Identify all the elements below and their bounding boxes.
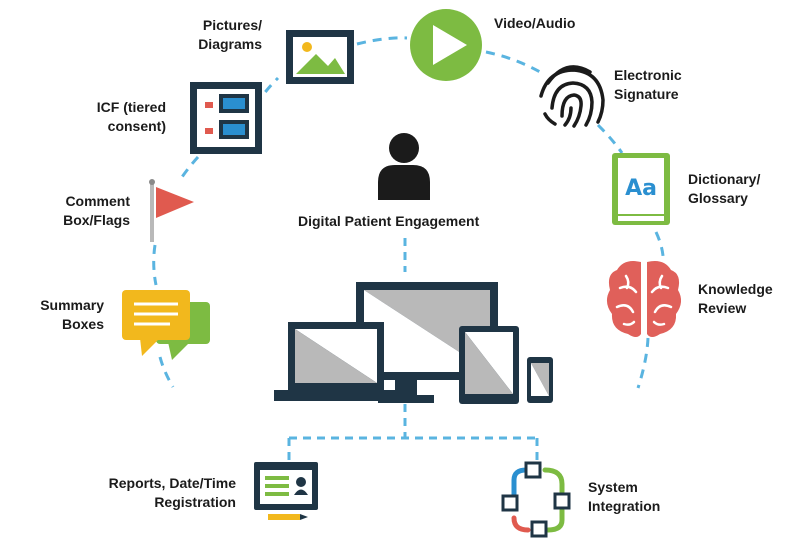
label-line: ICF (tiered bbox=[96, 99, 166, 115]
label-line: System bbox=[588, 479, 638, 495]
center-label: Digital Patient Engagement bbox=[298, 213, 480, 229]
label-line: Registration bbox=[154, 494, 236, 510]
label-system-integration: System Integration bbox=[588, 478, 660, 516]
label-line: Glossary bbox=[688, 190, 748, 206]
brain-icon bbox=[606, 261, 682, 337]
label-line: Comment bbox=[65, 193, 130, 209]
fingerprint-icon bbox=[539, 65, 605, 128]
label-line: Signature bbox=[614, 86, 679, 102]
report-icon bbox=[254, 462, 318, 520]
person-icon bbox=[378, 133, 430, 200]
label-knowledge-review: Knowledge Review bbox=[698, 280, 773, 318]
label-icf: ICF (tiered consent) bbox=[60, 98, 166, 136]
integration-icon bbox=[501, 461, 571, 538]
flag-icon bbox=[149, 179, 194, 242]
devices-icon bbox=[274, 282, 553, 404]
label-line: Electronic bbox=[614, 67, 682, 83]
label-line: Knowledge bbox=[698, 281, 773, 297]
label-reports: Reports, Date/Time Registration bbox=[70, 474, 236, 512]
label-dictionary-glossary: Dictionary/ Glossary bbox=[688, 170, 760, 208]
label-line: Integration bbox=[588, 498, 661, 514]
play-icon bbox=[410, 9, 482, 81]
label-electronic-signature: Electronic Signature bbox=[614, 66, 682, 104]
label-line: Box/Flags bbox=[63, 212, 130, 228]
checklist-icon bbox=[190, 82, 262, 154]
label-line: Diagrams bbox=[198, 36, 262, 52]
label-comment-flags: Comment Box/Flags bbox=[30, 192, 130, 230]
book-icon: Aa bbox=[612, 153, 670, 225]
label-line: consent) bbox=[107, 118, 166, 134]
label-line: Reports, Date/Time bbox=[108, 475, 236, 491]
picture-icon bbox=[286, 30, 354, 84]
label-line: Boxes bbox=[61, 316, 104, 332]
label-summary-boxes: Summary Boxes bbox=[10, 296, 104, 334]
label-line: Video/Audio bbox=[494, 15, 576, 31]
label-line: Review bbox=[698, 300, 747, 316]
label-video-audio: Video/Audio bbox=[494, 14, 575, 33]
chat-bubbles-icon bbox=[122, 290, 210, 360]
label-line: Dictionary/ bbox=[688, 171, 761, 187]
dashed-ring bbox=[152, 36, 665, 389]
label-line: Pictures/ bbox=[202, 17, 262, 33]
svg-text:Aa: Aa bbox=[625, 176, 657, 201]
label-pictures-diagrams: Pictures/ Diagrams bbox=[168, 16, 262, 54]
connector-lines bbox=[287, 238, 539, 462]
label-line: Summary bbox=[40, 297, 104, 313]
